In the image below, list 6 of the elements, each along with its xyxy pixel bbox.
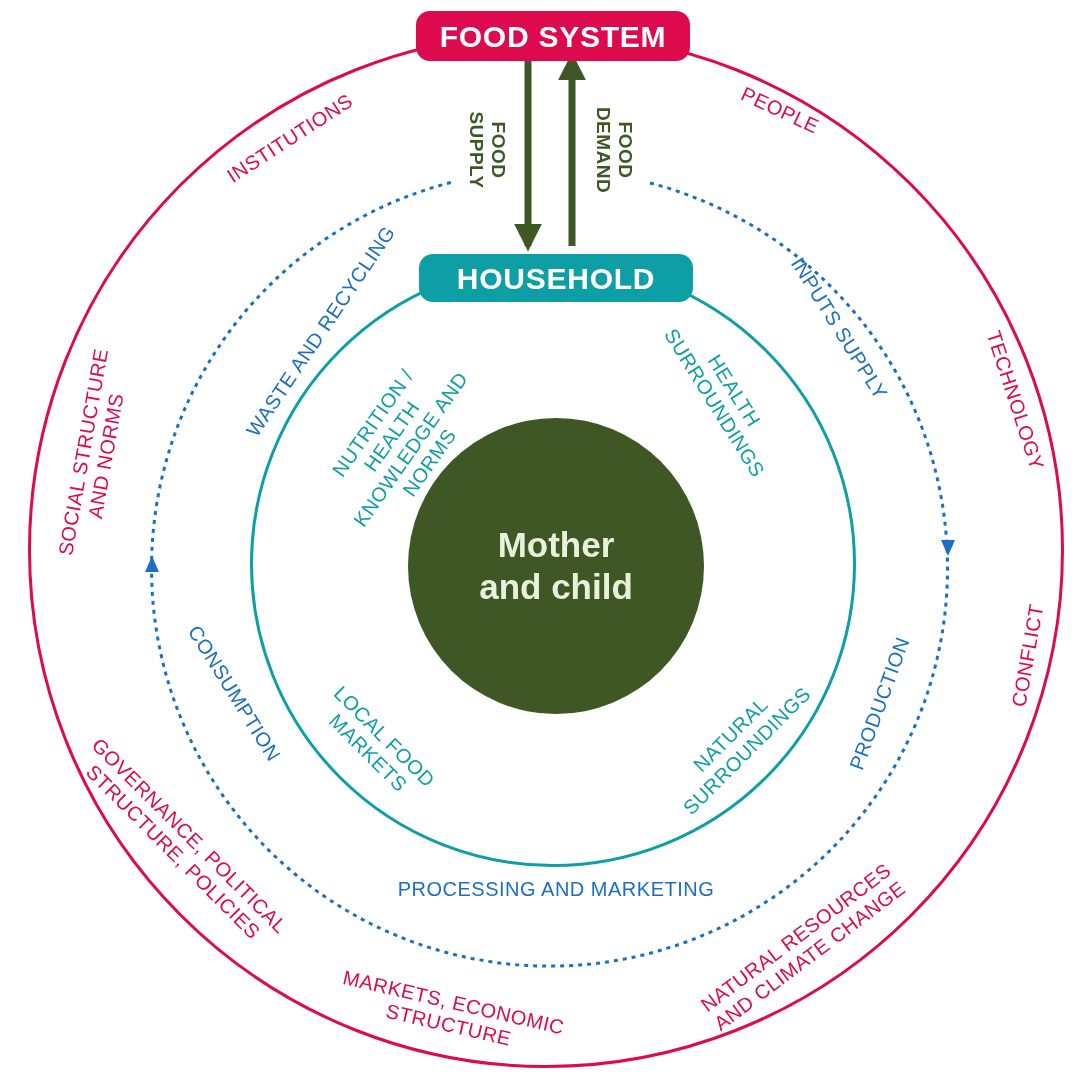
heading-tag: HOUSEHOLD — [419, 254, 693, 302]
ring-label: CONFLICT — [1006, 601, 1049, 711]
title-tag: FOOD SYSTEM — [416, 11, 690, 61]
center-label: Mother and child — [478, 524, 634, 608]
ring-label: PROCESSING AND MARKETING — [396, 878, 716, 901]
arrow — [514, 58, 542, 252]
